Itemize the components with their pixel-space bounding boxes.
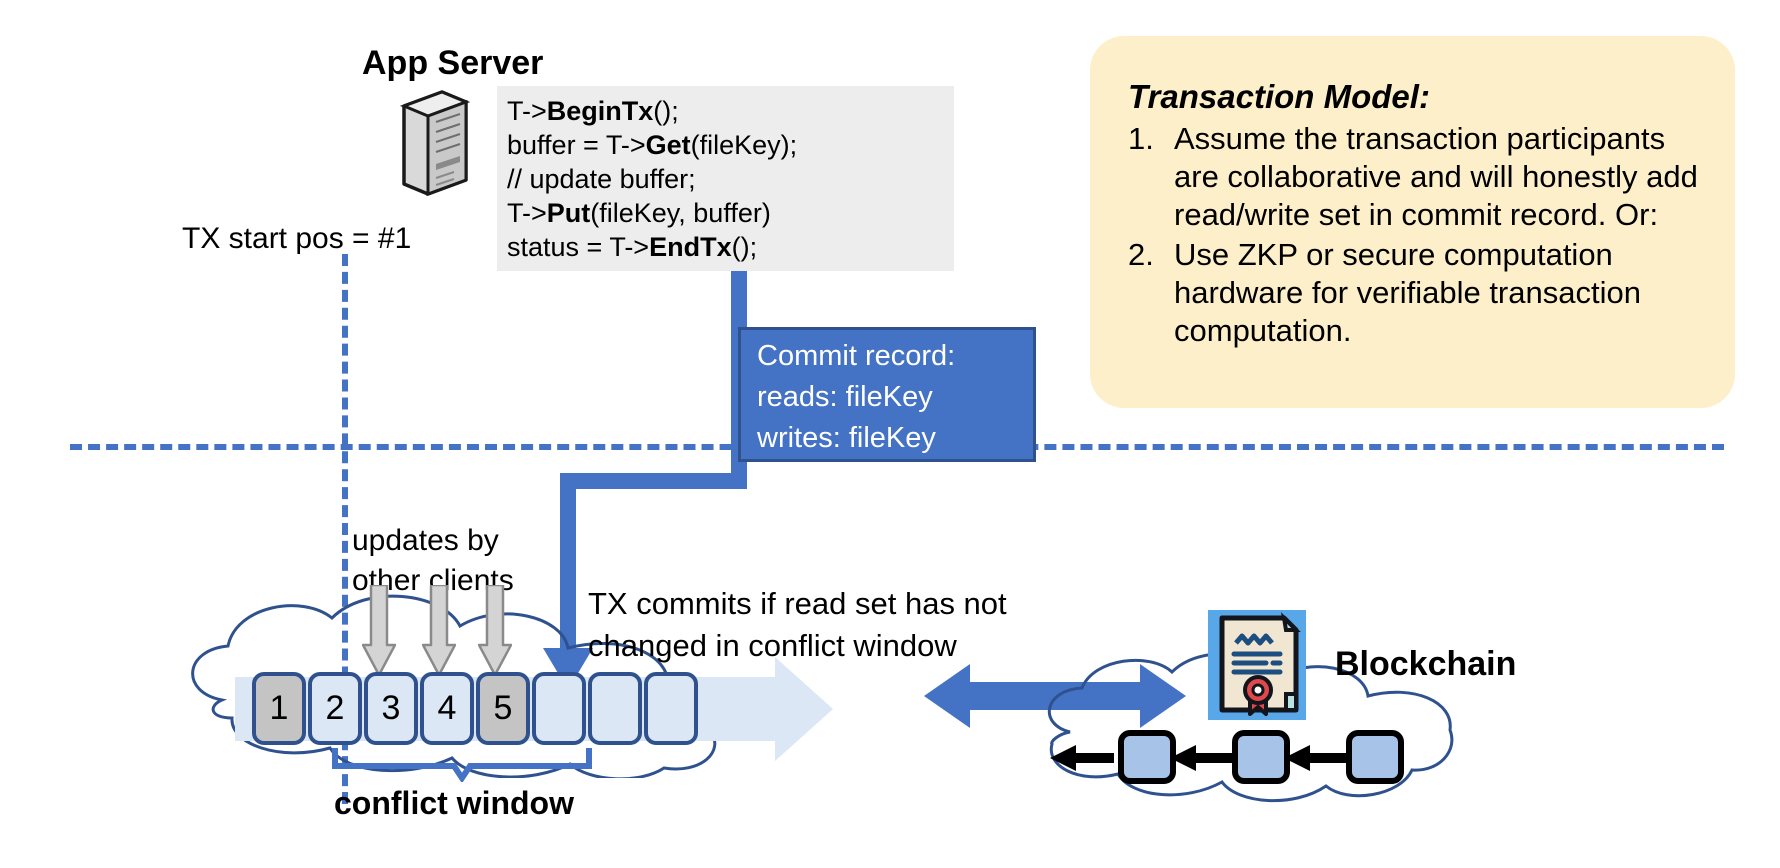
chain-link-arrow-icon-2 <box>1284 744 1348 772</box>
transaction-model-item-2-number: 2. <box>1128 237 1154 272</box>
transaction-model-title: Transaction Model: <box>1128 78 1430 115</box>
bidirectional-sync-arrow-icon <box>924 660 1186 732</box>
code-line-3: // update buffer; <box>507 164 696 194</box>
update-arrow-icon-3 <box>477 583 513 682</box>
update-arrow-icon-2 <box>421 583 457 682</box>
log-block-8[interactable] <box>644 672 698 745</box>
tx-start-pos-label: TX start pos = #1 <box>182 222 412 255</box>
log-block-2[interactable]: 2 <box>308 672 362 745</box>
chain-link-arrow-icon-1 <box>1170 744 1234 772</box>
log-blocks-row: 1 2 3 4 5 <box>252 672 700 745</box>
tx-commits-note-line-2: changed in conflict window <box>588 628 957 663</box>
log-block-5[interactable]: 5 <box>476 672 530 745</box>
updates-label-line-1: updates by <box>352 524 499 557</box>
commit-connector-vertical-down <box>560 473 576 660</box>
commit-record-reads: reads: fileKey <box>757 381 933 413</box>
log-block-3[interactable]: 3 <box>364 672 418 745</box>
log-block-6[interactable] <box>532 672 586 745</box>
transaction-model-item-1-text: Assume the transaction participants are … <box>1174 121 1698 232</box>
commit-record-title: Commit record: <box>757 340 956 372</box>
update-arrow-icon-1 <box>361 583 397 682</box>
conflict-window-brace-icon <box>332 748 592 784</box>
transaction-model-item-1: 1. Assume the transaction participants a… <box>1128 120 1705 234</box>
chain-block-1[interactable] <box>1118 730 1176 784</box>
code-block: T->BeginTx(); buffer = T->Get(fileKey); … <box>497 86 954 271</box>
log-block-4[interactable]: 4 <box>420 672 474 745</box>
code-line-1: T->BeginTx(); <box>507 96 679 126</box>
server-tower-icon <box>398 88 471 198</box>
log-band-arrow-icon <box>775 657 833 761</box>
tx-start-dashed-line <box>342 254 348 804</box>
commit-connector-horizontal <box>560 473 747 489</box>
log-block-7[interactable] <box>588 672 642 745</box>
code-line-4: T->Put(fileKey, buffer) <box>507 198 771 228</box>
conflict-window-label: conflict window <box>334 785 574 821</box>
transaction-model-item-1-number: 1. <box>1128 121 1154 156</box>
tx-commits-note-line-1: TX commits if read set has not <box>588 586 1007 621</box>
transaction-model-item-2-text: Use ZKP or secure computation hardware f… <box>1174 237 1641 348</box>
code-line-2: buffer = T->Get(fileKey); <box>507 130 798 160</box>
transaction-model-item-2: 2. Use ZKP or secure computation hardwar… <box>1128 236 1705 350</box>
chain-block-2[interactable] <box>1232 730 1290 784</box>
chain-block-3[interactable] <box>1346 730 1404 784</box>
app-server-title: App Server <box>362 44 544 82</box>
log-block-1[interactable]: 1 <box>252 672 306 745</box>
blockchain-label: Blockchain <box>1335 645 1517 683</box>
chain-link-arrow-icon-0 <box>1050 744 1114 772</box>
code-line-5: status = T->EndTx(); <box>507 232 758 262</box>
commit-record-writes: writes: fileKey <box>757 422 936 454</box>
tx-commits-note: TX commits if read set has not changed i… <box>588 583 1007 667</box>
transaction-model-card: Transaction Model: 1. Assume the transac… <box>1090 36 1735 408</box>
commit-record-box: Commit record: reads: fileKey writes: fi… <box>738 327 1036 462</box>
certificate-icon <box>1208 610 1306 720</box>
